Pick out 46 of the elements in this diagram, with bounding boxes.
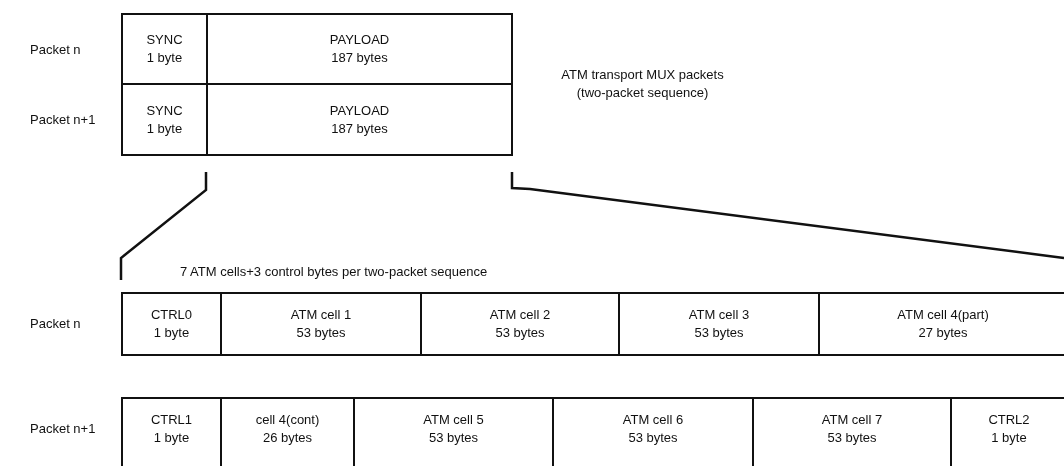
field-name: ATM cell 7 (821, 411, 883, 429)
field-name: PAYLOAD (329, 101, 390, 120)
packet-field-box (206, 83, 513, 156)
field-size: 53 bytes (428, 429, 479, 447)
packet-field-box (206, 13, 513, 85)
field-name: SYNC (146, 31, 183, 49)
row-label: Packet n (30, 315, 81, 333)
field-size: 1 byte (991, 429, 1027, 447)
packet-field-box (818, 292, 1064, 356)
field-name: ATM cell 2 (489, 306, 551, 324)
field-name: CTRL0 (150, 306, 193, 324)
field-size: 27 bytes (918, 324, 968, 342)
packet-field-box (420, 292, 620, 356)
field-size: 187 bytes (331, 119, 388, 138)
field-size: 53 bytes (495, 324, 545, 342)
packet-field-box (121, 397, 222, 466)
field-size: 53 bytes (296, 324, 346, 342)
field-name: ATM cell 3 (688, 306, 750, 324)
packet-field-box (121, 292, 222, 356)
field-size: 1 byte (146, 119, 183, 138)
packet-field-box (121, 13, 208, 85)
field-name: ATM cell 1 (290, 306, 352, 324)
field-name: CTRL2 (988, 411, 1030, 429)
field-size: 1 byte (153, 324, 190, 342)
field-size: 187 bytes (331, 49, 388, 67)
note-text: 7 ATM cells+3 control bytes per two-packet sequence (180, 263, 488, 281)
field-name: SYNC (146, 101, 183, 120)
field-name: ATM cell 4(part) (897, 306, 989, 324)
note-text: ATM transport MUX packets (two-packet sequence) (560, 66, 725, 102)
packet-field-box (121, 83, 208, 156)
field-size: 1 byte (153, 429, 190, 447)
row-label: Packet n+1 (30, 111, 96, 129)
field-size: 53 bytes (827, 429, 877, 447)
field-name: ATM cell 5 (423, 411, 484, 429)
field-size: 1 byte (146, 49, 183, 67)
field-size: 53 bytes (628, 429, 678, 447)
field-size: 53 bytes (694, 324, 744, 342)
field-name: cell 4(cont) (255, 411, 320, 429)
row-label: Packet n+1 (30, 420, 96, 438)
row-label: Packet n (30, 41, 81, 59)
field-name: PAYLOAD (329, 31, 390, 49)
field-name: CTRL1 (150, 411, 193, 429)
packet-field-box (220, 292, 422, 356)
field-size: 26 bytes (262, 429, 313, 447)
field-name: ATM cell 6 (622, 411, 684, 429)
packet-field-box (618, 292, 820, 356)
